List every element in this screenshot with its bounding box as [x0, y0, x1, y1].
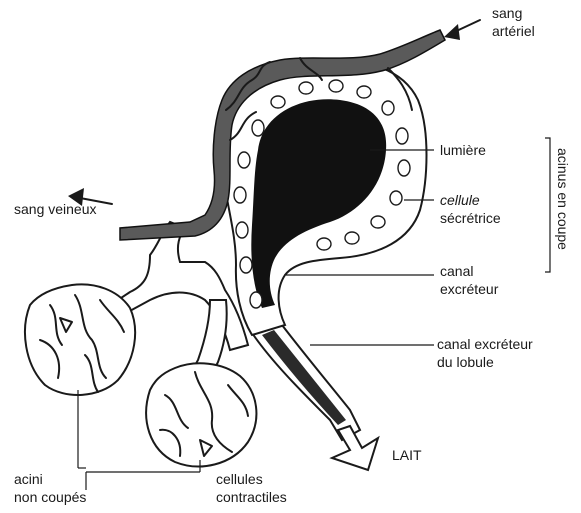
acinus-bottom [146, 363, 256, 466]
label-canal-1: canal [440, 263, 473, 279]
label-sang-arteriel-2: artériel [492, 23, 535, 39]
label-acinus-en-coupe: acinus en coupe [555, 148, 571, 250]
acinus-left [25, 284, 135, 395]
label-cellule-2: sécrétrice [440, 210, 501, 226]
label-canal-lobule-1: canal excréteur [437, 336, 533, 352]
label-sang-arteriel-1: sang [492, 5, 522, 21]
acinus-section [220, 60, 427, 335]
label-sang-veineux: sang veineux [14, 201, 97, 217]
label-lumiere: lumière [440, 142, 486, 158]
duct-network [118, 222, 248, 386]
label-canal-2: excréteur [440, 281, 499, 297]
label-cellules-1: cellules [216, 471, 263, 487]
lobule-duct [250, 325, 360, 440]
label-acini-2: non coupés [14, 489, 86, 505]
arterial-arrow [444, 20, 480, 40]
label-acini-1: acini [14, 471, 43, 487]
label-canal-lobule-2: du lobule [437, 354, 494, 370]
label-cellules-2: contractiles [216, 489, 287, 505]
label-lait: LAIT [392, 447, 422, 463]
label-cellule-1: cellule [440, 192, 480, 208]
